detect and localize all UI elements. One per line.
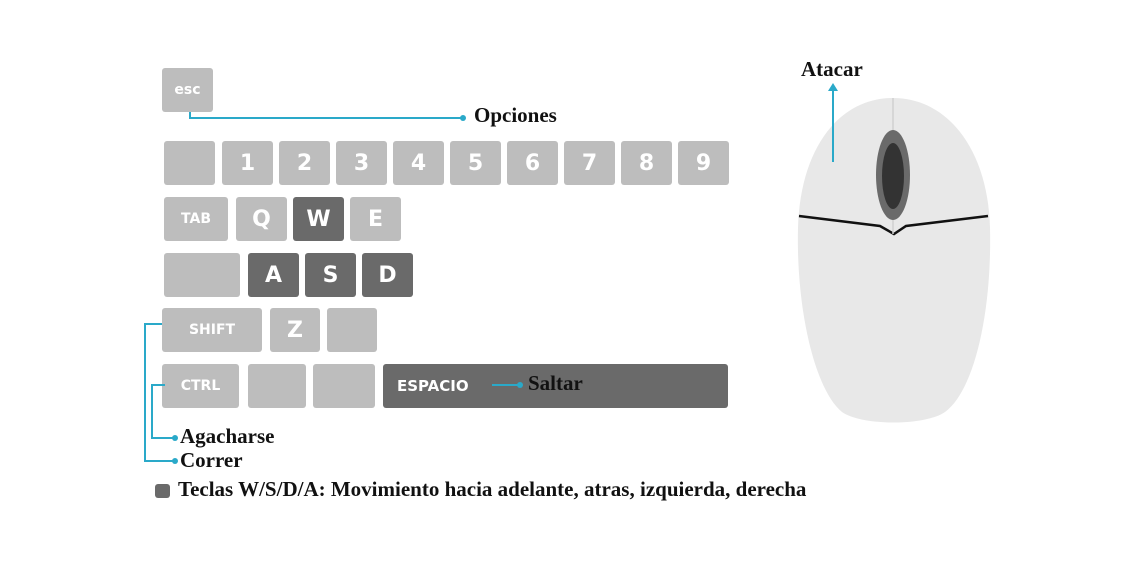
- key-esc-label: esc: [174, 82, 201, 98]
- key-s-label: S: [322, 262, 339, 288]
- key-4-label: 4: [410, 150, 427, 176]
- mouse-split-line: [798, 214, 989, 236]
- legend-swatch: [155, 484, 170, 498]
- callout-line-options: [189, 112, 463, 119]
- key-4: 4: [393, 141, 444, 185]
- key-6: 6: [507, 141, 558, 185]
- key-a-label: A: [264, 262, 283, 288]
- key-ctrl-label: CTRL: [180, 378, 221, 394]
- key-a: A: [248, 253, 299, 297]
- label-crouch: Agacharse: [180, 424, 275, 448]
- key-d-label: D: [378, 262, 397, 288]
- key-q-label: Q: [252, 206, 271, 232]
- key-tab: TAB: [164, 197, 228, 241]
- key-blank-2: [248, 364, 306, 408]
- key-blank-1: [164, 141, 215, 185]
- callout-line-crouch: [151, 384, 175, 439]
- key-2: 2: [279, 141, 330, 185]
- key-d: D: [362, 253, 413, 297]
- key-space: ESPACIO: [383, 364, 728, 408]
- key-8: 8: [621, 141, 672, 185]
- key-9-label: 9: [695, 150, 712, 176]
- key-9: 9: [678, 141, 729, 185]
- key-3-label: 3: [353, 150, 370, 176]
- key-8-label: 8: [638, 150, 655, 176]
- key-1-label: 1: [239, 150, 256, 176]
- key-e-label: E: [367, 206, 384, 232]
- key-x-blank: [327, 308, 377, 352]
- key-2-label: 2: [296, 150, 313, 176]
- label-attack: Atacar: [801, 57, 863, 81]
- label-options: Opciones: [474, 103, 557, 127]
- key-e: E: [350, 197, 401, 241]
- key-6-label: 6: [524, 150, 541, 176]
- key-caps-blank: [164, 253, 240, 297]
- key-7-label: 7: [581, 150, 598, 176]
- key-space-label: ESPACIO: [397, 377, 469, 395]
- label-run: Correr: [180, 448, 243, 472]
- key-5-label: 5: [467, 150, 484, 176]
- key-blank-3: [313, 364, 375, 408]
- key-3: 3: [336, 141, 387, 185]
- key-5: 5: [450, 141, 501, 185]
- key-w-label: W: [306, 206, 331, 232]
- key-7: 7: [564, 141, 615, 185]
- legend-text: Teclas W/S/D/A: Movimiento hacia adelant…: [178, 477, 807, 501]
- callout-dot-crouch: [172, 435, 178, 441]
- key-1: 1: [222, 141, 273, 185]
- key-z: Z: [270, 308, 320, 352]
- key-esc: esc: [162, 68, 213, 112]
- label-jump: Saltar: [528, 371, 583, 395]
- callout-dot-jump: [517, 382, 523, 388]
- mouse-wheel-inner: [882, 143, 904, 209]
- key-w: W: [293, 197, 344, 241]
- key-ctrl: CTRL: [162, 364, 239, 408]
- key-z-label: Z: [287, 317, 303, 343]
- key-s: S: [305, 253, 356, 297]
- callout-dot-options: [460, 115, 466, 121]
- key-tab-label: TAB: [181, 211, 211, 227]
- key-shift: SHIFT: [162, 308, 262, 352]
- callout-dot-run: [172, 458, 178, 464]
- mouse-body: [797, 98, 991, 423]
- callout-line-run: [144, 323, 175, 462]
- key-shift-label: SHIFT: [188, 322, 236, 338]
- callout-arrow-attack: [828, 83, 838, 91]
- key-q: Q: [236, 197, 287, 241]
